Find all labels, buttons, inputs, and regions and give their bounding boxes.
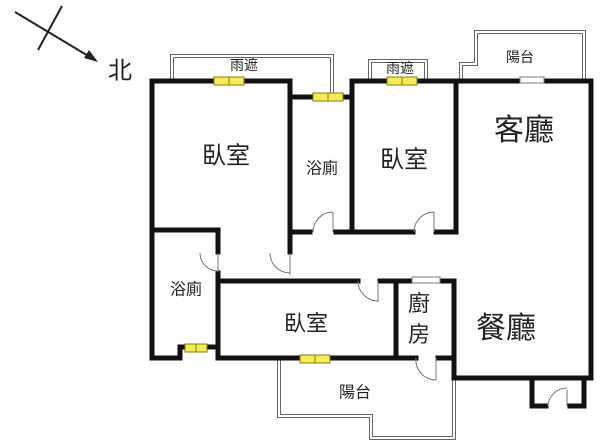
room-bathroom-left: 浴廁 [170,280,202,299]
balcony-top-outline [459,30,586,80]
room-living: 客廳 [494,113,554,148]
canopy-label-1: 雨遮 [230,58,258,74]
room-bedroom-top-middle: 臥室 [380,146,428,174]
room-kitchen-1: 廚 [408,292,430,317]
canopy-label-2: 雨遮 [386,61,414,77]
doors [199,211,568,407]
room-bathroom-middle: 浴廁 [306,159,338,178]
balcony-bottom-outline [277,360,456,440]
canopy-outline-2 [368,59,428,80]
windows [184,76,545,364]
canopy-outline-1 [170,54,334,96]
room-kitchen-2: 房 [408,323,430,348]
room-bedroom-bottom: 臥室 [284,312,328,337]
room-dining: 餐廳 [476,311,536,346]
balcony-top-label: 陽台 [506,50,534,66]
room-bedroom-top-left: 臥室 [202,142,250,170]
balcony-bottom-label: 陽台 [339,383,371,402]
north-arrow-icon [14,5,98,62]
north-label: 北 [108,57,132,85]
